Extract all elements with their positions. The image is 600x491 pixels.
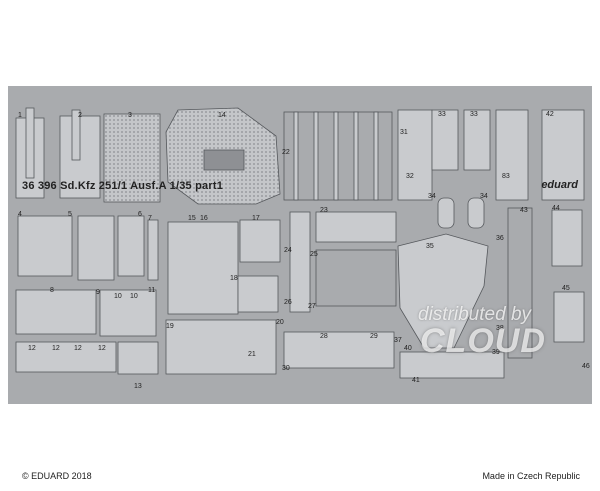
svg-text:26: 26: [284, 299, 292, 306]
svg-text:4: 4: [18, 211, 22, 218]
svg-text:6: 6: [138, 211, 142, 218]
part-1-tab: [25, 107, 35, 179]
svg-text:12: 12: [52, 345, 60, 352]
part-17: [239, 219, 281, 263]
svg-text:37: 37: [394, 337, 402, 344]
part-12: [15, 341, 117, 373]
svg-text:7: 7: [148, 215, 152, 222]
part-5: [77, 215, 115, 281]
svg-text:32: 32: [406, 173, 414, 180]
svg-text:5: 5: [68, 211, 72, 218]
svg-text:29: 29: [370, 333, 378, 340]
brand-logo: eduard: [541, 179, 578, 191]
svg-text:43: 43: [520, 207, 528, 214]
svg-text:21: 21: [248, 351, 256, 358]
part-2-tab: [71, 109, 81, 161]
svg-text:34: 34: [428, 193, 436, 200]
svg-text:24: 24: [284, 247, 292, 254]
origin-text: Made in Czech Republic: [482, 471, 580, 481]
svg-text:16: 16: [200, 215, 208, 222]
svg-text:42: 42: [546, 111, 554, 118]
part-4: [17, 215, 73, 277]
svg-text:19: 19: [166, 323, 174, 330]
part-33b: [463, 109, 491, 171]
part-34b: [467, 197, 485, 229]
svg-text:33: 33: [470, 111, 478, 118]
svg-text:10: 10: [114, 293, 122, 300]
svg-text:34: 34: [480, 193, 488, 200]
part-7: [147, 219, 159, 281]
part-3: [103, 113, 161, 203]
svg-text:23: 23: [320, 207, 328, 214]
svg-text:2: 2: [78, 112, 82, 119]
part-24: [289, 211, 311, 313]
part-8: [15, 289, 97, 335]
svg-text:14: 14: [218, 112, 226, 119]
svg-text:18: 18: [230, 275, 238, 282]
part-31: [397, 109, 433, 201]
part-19-21: [165, 319, 277, 375]
svg-text:45: 45: [562, 285, 570, 292]
svg-text:39: 39: [492, 349, 500, 356]
svg-text:36: 36: [496, 235, 504, 242]
svg-text:17: 17: [252, 215, 260, 222]
part-9-11: [99, 289, 157, 337]
part-22-rail-c: [333, 111, 339, 201]
svg-text:12: 12: [28, 345, 36, 352]
part-15-16: [167, 221, 239, 315]
svg-text:30: 30: [282, 365, 290, 372]
svg-text:10: 10: [130, 293, 138, 300]
part-25: [315, 249, 397, 307]
svg-text:31: 31: [400, 129, 408, 136]
svg-text:3: 3: [128, 112, 132, 119]
svg-text:8: 8: [50, 287, 54, 294]
svg-text:22: 22: [282, 149, 290, 156]
svg-text:1: 1: [18, 112, 22, 119]
svg-text:41: 41: [412, 377, 420, 384]
svg-text:38: 38: [496, 325, 504, 332]
part-13: [117, 341, 159, 375]
part-22-rail-e: [373, 111, 379, 201]
sheet-title: 36 396 Sd.Kfz 251/1 Ausf.A 1/35 part1: [22, 180, 224, 192]
part-33a: [431, 109, 459, 171]
part-34a: [437, 197, 455, 229]
svg-text:28: 28: [320, 333, 328, 340]
part-6: [117, 215, 145, 277]
part-44: [551, 209, 583, 267]
svg-text:25: 25: [310, 251, 318, 258]
watermark-line-1: distributed by: [418, 304, 532, 325]
part-43: [507, 207, 533, 359]
svg-text:40: 40: [404, 345, 412, 352]
part-28-30: [283, 331, 395, 369]
svg-text:15: 15: [188, 215, 196, 222]
part-45: [553, 291, 585, 343]
part-18: [237, 275, 279, 313]
svg-text:12: 12: [74, 345, 82, 352]
svg-text:35: 35: [426, 243, 434, 250]
copyright-text: © EDUARD 2018: [22, 471, 92, 481]
part-14-hole: [203, 149, 245, 171]
part-31b: [495, 109, 529, 201]
svg-text:12: 12: [98, 345, 106, 352]
svg-text:83: 83: [502, 173, 510, 180]
svg-text:33: 33: [438, 111, 446, 118]
svg-text:11: 11: [148, 287, 155, 294]
svg-text:46: 46: [582, 363, 590, 370]
part-35: [397, 233, 489, 349]
svg-text:44: 44: [552, 205, 560, 212]
watermark-line-2: CLOUD: [420, 322, 546, 360]
svg-text:9: 9: [96, 289, 100, 296]
part-22-rail-b: [313, 111, 319, 201]
part-22-rail-d: [353, 111, 359, 201]
part-23: [315, 211, 397, 243]
svg-text:13: 13: [134, 383, 142, 390]
part-37-41: [399, 351, 505, 379]
part-22-rail-a: [293, 111, 299, 201]
svg-text:20: 20: [276, 319, 284, 326]
part-42: [541, 109, 585, 201]
svg-text:27: 27: [308, 303, 316, 310]
